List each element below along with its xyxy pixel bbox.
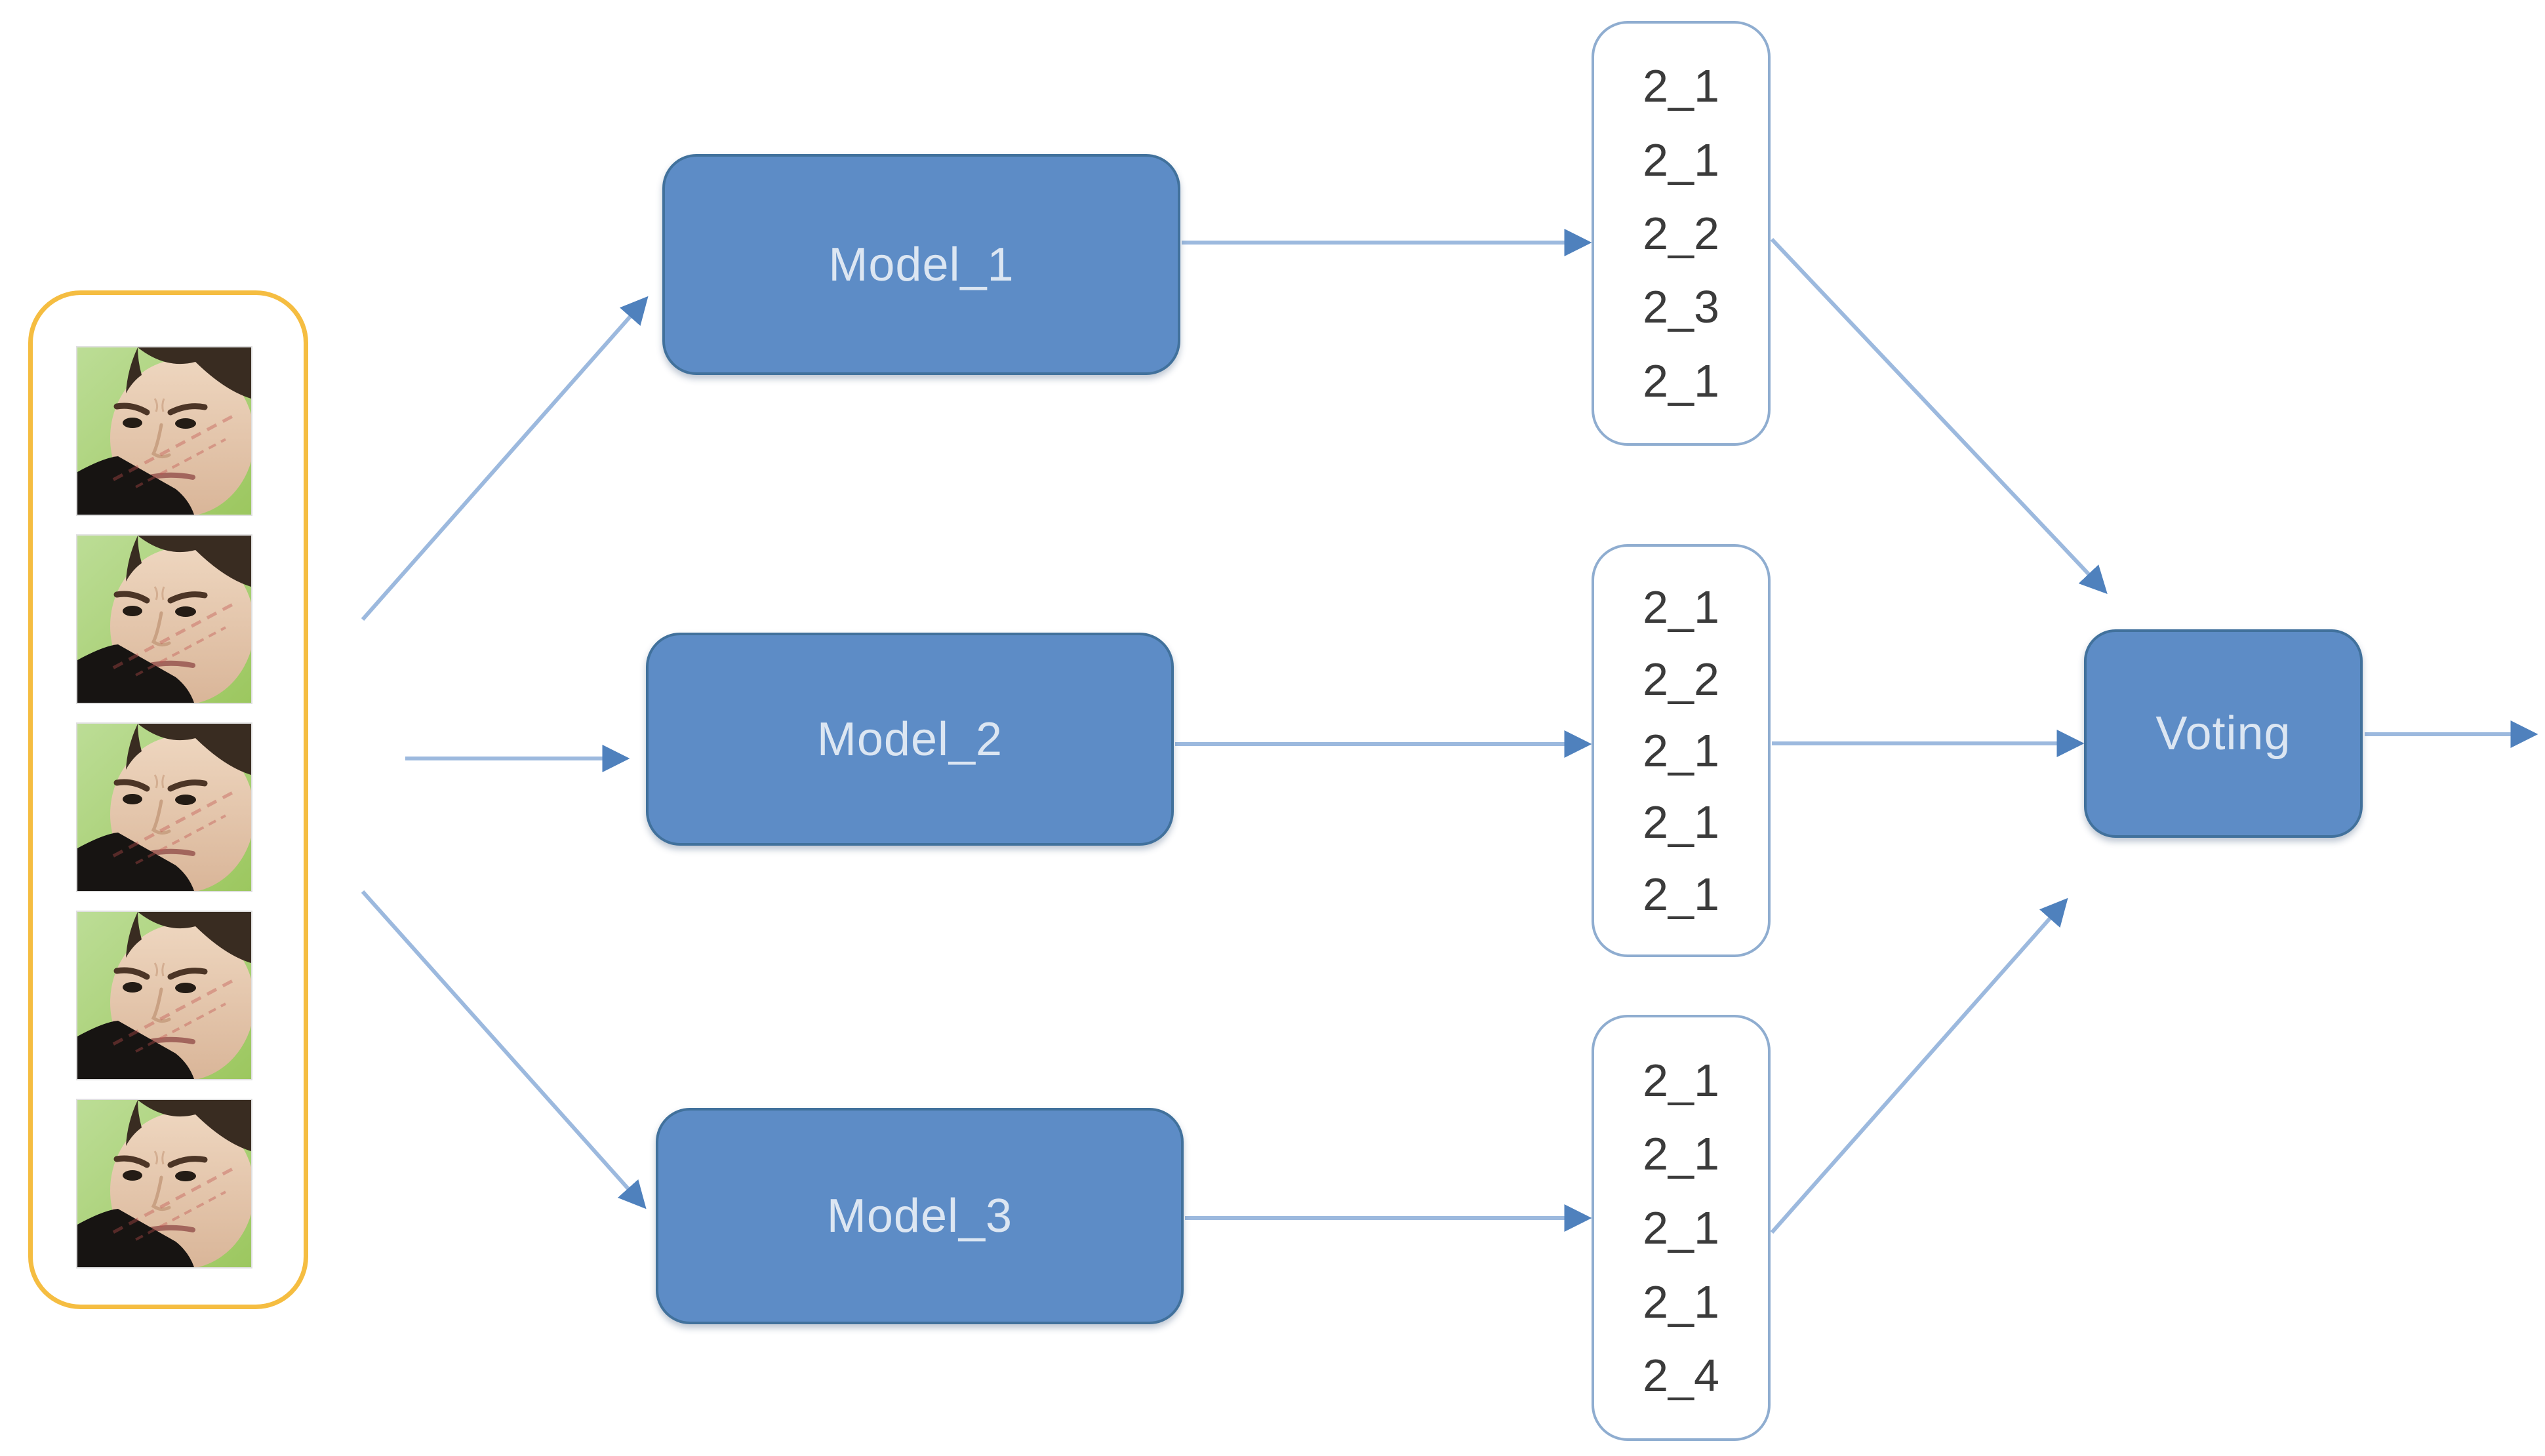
prediction-value: 2_1 <box>1643 797 1719 848</box>
brow-left <box>113 591 150 604</box>
model-2-node: Model_2 <box>646 633 1174 846</box>
eye-left <box>123 418 142 428</box>
face-photo <box>76 534 252 704</box>
frown-crease <box>153 962 165 977</box>
brow-right <box>167 591 208 604</box>
sweater <box>77 833 194 891</box>
nose <box>151 987 171 1023</box>
brow-left <box>113 967 150 980</box>
face-photo <box>76 722 252 892</box>
hair-strand <box>126 724 142 770</box>
voting-node: Voting <box>2084 629 2363 838</box>
eye-right <box>175 795 196 805</box>
model-2-label: Model_2 <box>816 713 1003 766</box>
brow-right <box>167 779 208 792</box>
brow-right <box>167 1156 208 1168</box>
model-3-node: Model_3 <box>656 1108 1184 1324</box>
prediction-value: 2_1 <box>1643 1054 1719 1106</box>
prediction-value: 2_3 <box>1643 281 1719 333</box>
eye-left <box>123 982 142 993</box>
nose <box>151 423 171 459</box>
nose <box>151 799 171 835</box>
prediction-value: 2_1 <box>1643 355 1719 406</box>
voting-label: Voting <box>2155 707 2291 760</box>
input-panel <box>28 290 308 1309</box>
face-photo <box>76 911 252 1080</box>
arrow-list1-to-voting <box>1770 237 2108 595</box>
prediction-value: 2_1 <box>1643 1276 1719 1328</box>
model-1-node: Model_1 <box>662 154 1180 375</box>
hair <box>138 347 251 399</box>
model-3-label: Model_3 <box>826 1190 1013 1242</box>
brow-right <box>167 403 208 416</box>
eye-left <box>123 1170 142 1181</box>
nose <box>151 611 171 647</box>
eye-right <box>175 418 196 429</box>
prediction-list-3: 2_1 2_1 2_1 2_1 2_4 <box>1592 1015 1771 1441</box>
input-image-stack <box>76 346 252 1269</box>
prediction-value: 2_1 <box>1643 868 1719 920</box>
frown-crease <box>153 774 165 789</box>
hair-strand <box>126 347 142 393</box>
eye-left <box>123 794 142 804</box>
prediction-value: 2_2 <box>1643 207 1719 259</box>
face-photo <box>76 1099 252 1269</box>
arrow-input-to-model1 <box>361 296 649 621</box>
watermark-marks <box>112 603 233 677</box>
hair-strand <box>126 536 142 581</box>
brow-left <box>113 779 150 792</box>
frown-crease <box>153 586 165 600</box>
hair <box>138 724 251 775</box>
nose <box>151 1175 171 1211</box>
eye-right <box>175 1171 196 1181</box>
hair-strand <box>126 1100 142 1146</box>
eye-right <box>175 606 196 617</box>
watermark-marks <box>112 979 233 1053</box>
watermark-marks <box>112 415 233 488</box>
brow-left <box>113 403 150 416</box>
model-1-label: Model_1 <box>828 238 1014 291</box>
prediction-value: 2_1 <box>1643 1128 1719 1180</box>
arrow-list3-to-voting <box>1770 897 2068 1234</box>
sweater <box>77 1021 194 1079</box>
hair <box>138 912 251 963</box>
prediction-value: 2_1 <box>1643 134 1719 186</box>
watermark-marks <box>112 791 233 865</box>
prediction-value: 2_1 <box>1643 581 1719 633</box>
eye-left <box>123 606 142 616</box>
prediction-value: 2_1 <box>1643 1202 1719 1253</box>
frown-crease <box>153 1151 165 1165</box>
hair-strand <box>126 912 142 958</box>
watermark-marks <box>112 1168 233 1241</box>
prediction-list-2: 2_1 2_2 2_1 2_1 2_1 <box>1592 544 1771 957</box>
frown-crease <box>153 398 165 412</box>
brow-right <box>167 968 208 980</box>
prediction-value: 2_4 <box>1643 1350 1719 1402</box>
prediction-value: 2_1 <box>1643 724 1719 776</box>
brow-left <box>113 1155 150 1168</box>
prediction-value: 2_1 <box>1643 60 1719 112</box>
prediction-list-1: 2_1 2_1 2_2 2_3 2_1 <box>1592 21 1771 446</box>
hair <box>138 536 251 587</box>
sweater <box>77 644 194 703</box>
face-photo <box>76 346 252 516</box>
arrow-input-to-model3 <box>361 890 647 1210</box>
sweater <box>77 456 194 515</box>
hair <box>138 1100 251 1151</box>
eye-right <box>175 983 196 993</box>
sweater <box>77 1209 194 1267</box>
prediction-value: 2_2 <box>1643 653 1719 705</box>
